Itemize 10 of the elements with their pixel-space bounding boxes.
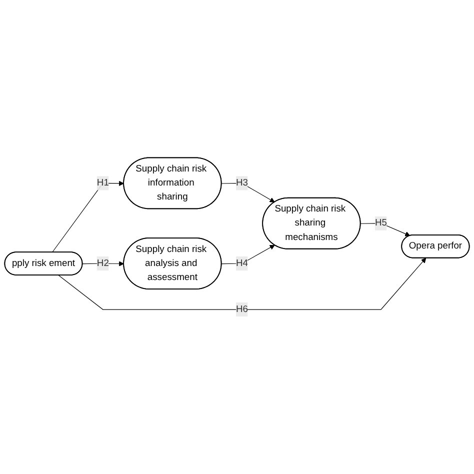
edge-label: H1 <box>96 178 109 188</box>
edge-label: H4 <box>236 258 248 268</box>
arrow <box>360 222 410 236</box>
edge-label: H5 <box>374 218 387 228</box>
arrow <box>58 258 426 310</box>
arrow <box>52 180 124 253</box>
edge-label: H3 <box>236 178 248 188</box>
edge-label: H6 <box>236 304 248 314</box>
arrow <box>221 244 275 264</box>
edge-label: H2 <box>96 258 109 268</box>
